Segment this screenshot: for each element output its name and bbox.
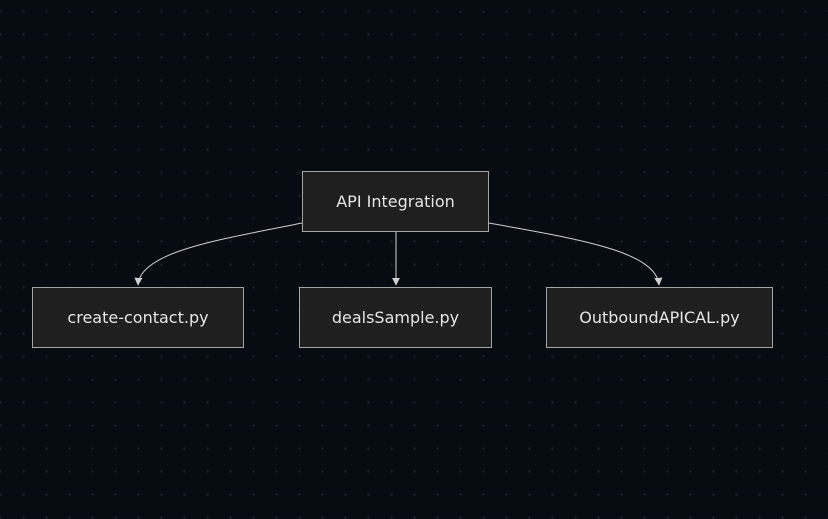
- node-deals-sample[interactable]: dealsSample.py: [299, 287, 492, 348]
- edge-root-to-outbound-apical: [488, 222, 663, 286]
- node-outbound-apical-label: OutboundAPICAL.py: [579, 308, 740, 327]
- node-create-contact[interactable]: create-contact.py: [32, 287, 244, 348]
- node-deals-sample-label: dealsSample.py: [331, 308, 460, 327]
- node-api-integration[interactable]: API Integration: [302, 171, 489, 232]
- edge-root-to-create-contact: [134, 222, 303, 286]
- node-api-integration-label: API Integration: [336, 192, 455, 211]
- node-create-contact-label: create-contact.py: [67, 308, 209, 327]
- node-outbound-apical[interactable]: OutboundAPICAL.py: [546, 287, 773, 348]
